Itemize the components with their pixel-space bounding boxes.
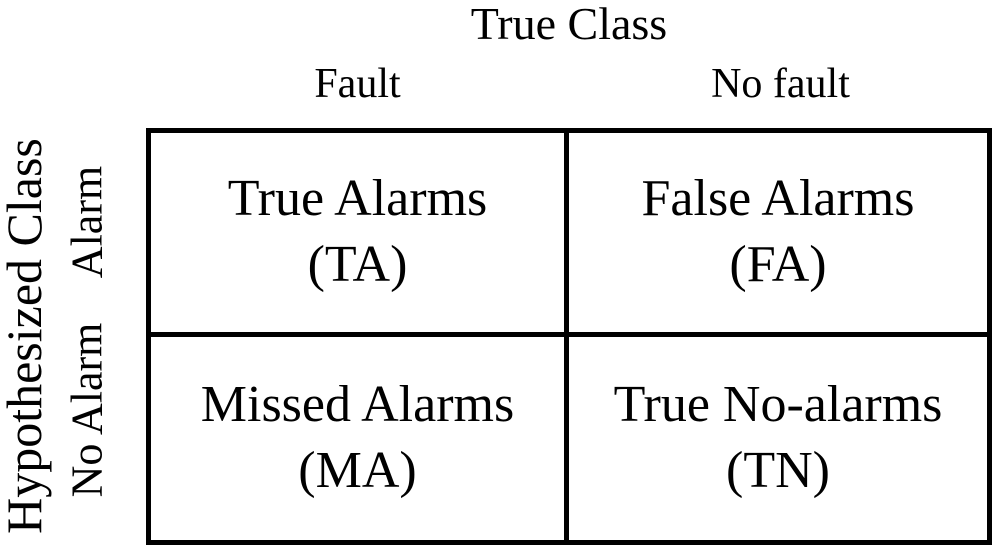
- cell-true-no-alarms-line2: (TN): [726, 442, 830, 500]
- cell-false-alarms-line1: False Alarms: [641, 170, 915, 228]
- cell-true-no-alarms: True No-alarms (TN): [569, 337, 987, 541]
- row-header-alarm: Alarm: [62, 165, 112, 279]
- matrix-grid: True Alarms (TA) False Alarms (FA) Misse…: [146, 128, 992, 545]
- cell-true-alarms-line2: (TA): [307, 236, 408, 294]
- col-header-no-fault: No fault: [711, 61, 850, 107]
- row-header-no-alarm: No Alarm: [62, 322, 112, 498]
- cell-false-alarms-line2: (FA): [729, 236, 827, 294]
- cell-true-alarms: True Alarms (TA): [151, 133, 569, 337]
- cell-false-alarms: False Alarms (FA): [569, 133, 987, 337]
- col-header-fault: Fault: [314, 61, 401, 107]
- true-class-axis-title: True Class: [470, 0, 668, 49]
- cell-missed-alarms-line2: (MA): [298, 442, 417, 500]
- cell-missed-alarms-line1: Missed Alarms: [200, 376, 515, 434]
- column-headers: Fault No fault: [146, 62, 992, 106]
- cell-true-no-alarms-line1: True No-alarms: [613, 376, 943, 434]
- cell-true-alarms-line1: True Alarms: [227, 170, 488, 228]
- hypothesized-class-axis-title: Hypothesized Class: [0, 138, 52, 534]
- cell-missed-alarms: Missed Alarms (MA): [151, 336, 569, 540]
